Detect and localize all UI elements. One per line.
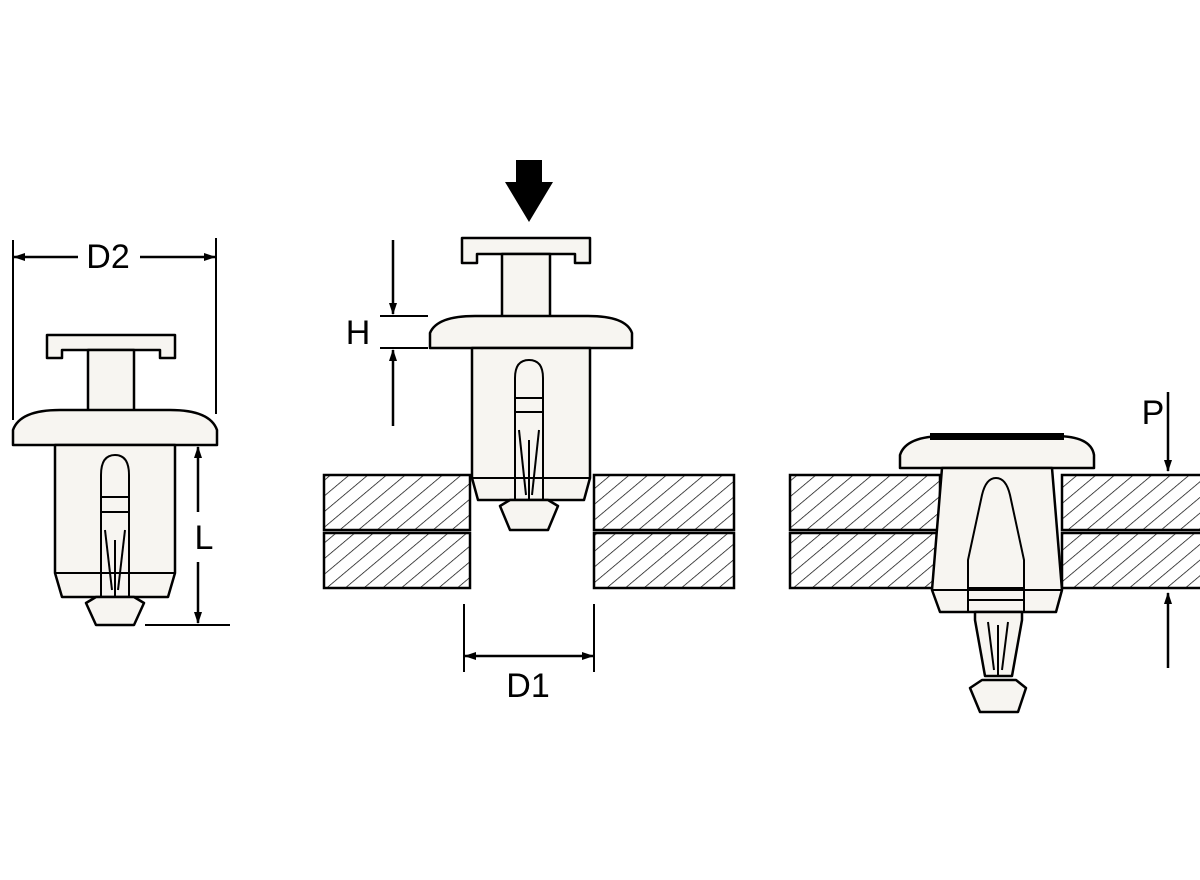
rivet-flange [898,434,1096,470]
panel-bottom-right [592,531,736,590]
rivet-flange [428,314,634,350]
pin-stem [500,252,552,320]
pin-tip [498,498,560,532]
rivet-flange [11,408,219,447]
rivet-free-view [11,238,230,627]
rivet-slot [514,358,544,500]
panel-top-right [1060,473,1200,532]
p-label: P [1142,394,1165,432]
pin-stem [86,348,136,414]
pin-head [460,236,592,265]
panel-top-right [592,473,736,532]
pin-tip [968,678,1028,714]
panel-top-left [322,473,472,532]
pin-tip [84,595,146,627]
panel-top-left [788,473,942,532]
rivet-slot [100,453,130,597]
pin-head [930,433,1064,440]
d2-label: D2 [86,238,129,276]
down-arrow-icon [505,160,553,222]
rivet-installed-view [788,392,1200,714]
rivet-slot [967,476,1025,612]
rivet-insertion-view [322,160,736,672]
pin-head [45,333,177,360]
h-label: H [346,314,371,352]
panel-bottom-left [322,531,472,590]
panel-bottom-left [788,531,942,590]
l-label: L [195,519,214,557]
d1-label: D1 [506,667,549,705]
panel-bottom-right [1060,531,1200,590]
